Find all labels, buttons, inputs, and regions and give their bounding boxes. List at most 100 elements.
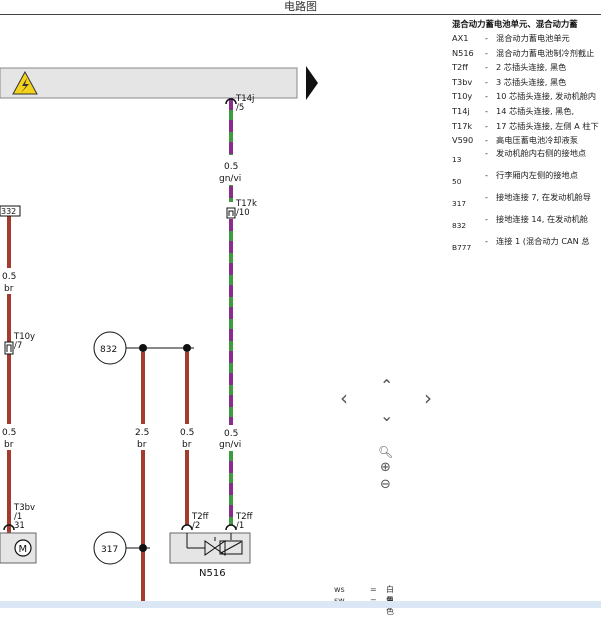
wire-label-bg xyxy=(219,425,245,451)
legend-desc: 接地连接 14, 在发动机舱 xyxy=(496,213,588,224)
motor-icon-letter: M xyxy=(19,544,28,555)
wire-color-eq: = xyxy=(370,585,377,594)
legend-dash: - xyxy=(485,47,488,58)
wire-color-label: br xyxy=(137,440,147,450)
junction-dot xyxy=(183,344,191,352)
legend-code: 832 xyxy=(452,220,467,230)
legend-row: AX1 -混合动力蓄电池单元 xyxy=(452,31,601,46)
arrow-right-icon[interactable] xyxy=(306,66,318,100)
legend-dash: - xyxy=(485,62,488,73)
wire-color-name: 白色 xyxy=(386,585,394,605)
legend-row: 317 -接地连接 7, 在发动机舱导 xyxy=(452,192,601,214)
wire-color-row: ws=白色 xyxy=(334,584,394,605)
connector-t2ff-a-pin: /2 xyxy=(192,521,200,531)
connector-t14j-pin: /5 xyxy=(236,103,244,113)
legend-code: AX1 xyxy=(452,33,469,43)
wire-color-label: br xyxy=(4,440,14,450)
wire-color-label: gn/vi xyxy=(219,174,241,184)
legend-desc: 3 芯插头连接, 黑色 xyxy=(496,76,567,87)
connector-t3bv-number: 31 xyxy=(14,521,25,531)
connector-t2ff-b-label: T2ff xyxy=(235,512,254,522)
wire-size-label: 0.5 xyxy=(224,162,238,172)
diagram-title: 电路图 xyxy=(284,0,317,13)
legend-row: V590-高电压蓄电池冷却液泵 xyxy=(452,133,601,148)
ground-317-label: 317 xyxy=(101,545,118,555)
wire-label-bg xyxy=(0,424,20,450)
legend-code: T2ff xyxy=(452,62,468,73)
component-n516-label: N516 xyxy=(199,568,226,579)
connector-t3bv-label: T3bv xyxy=(13,503,35,513)
wire-size-label: 0.5 xyxy=(2,272,16,282)
component-legend: 混合动力蓄电池单元、混合动力蓄 AX1-混合动力蓄电池单元 N516-混合动力蓄… xyxy=(452,17,601,257)
legend-dash: - xyxy=(485,135,488,146)
navigation-controls: ⌃ ‹ › ⌄ 🔍︎ ⊕ ⊖ xyxy=(330,372,442,502)
wire-color-label: br xyxy=(182,440,192,450)
valve-icon xyxy=(204,540,216,556)
legend-dash: - xyxy=(485,191,488,202)
legend-code: T3bv xyxy=(452,76,473,87)
connector-t2ff-b-pin: /1 xyxy=(236,521,244,531)
connector-t17k-icon xyxy=(228,210,234,216)
wire-size-label: 0.5 xyxy=(2,428,16,438)
connector-t17k-box xyxy=(226,207,236,219)
legend-code: T10y xyxy=(452,91,473,102)
connector-t14j-label: T14j xyxy=(235,94,254,104)
connection-332-label: 332 xyxy=(1,207,16,216)
legend-dash: - xyxy=(485,120,488,131)
legend-code: B777 xyxy=(452,242,472,252)
junction-dot xyxy=(139,544,147,552)
connector-t10y-icon xyxy=(6,344,12,352)
connector-t2ff-a-label: T2ff xyxy=(191,512,210,522)
legend-row: 832-接地连接 14, 在发动机舱 xyxy=(452,214,601,236)
legend-code: N516 xyxy=(452,47,474,58)
legend-desc: 高电压蓄电池冷却液泵 xyxy=(496,135,578,146)
legend-dash: - xyxy=(485,169,488,180)
connection-332-box xyxy=(0,205,21,217)
solenoid-coil-icon xyxy=(220,541,242,554)
legend-dash: - xyxy=(485,105,488,116)
legend-row: 13-发动机舱内右侧的接地点 xyxy=(452,148,601,170)
legend-desc: 混合动力蓄电池单元 xyxy=(496,33,570,43)
pan-down-icon[interactable]: ⌄ xyxy=(380,406,394,425)
wire-label-bg xyxy=(0,268,20,294)
legend-desc: 接地连接 7, 在发动机舱导 xyxy=(496,191,591,202)
legend-desc: 行李厢内左侧的接地点 xyxy=(496,169,578,180)
zoom-fit-icon[interactable]: 🔍︎ xyxy=(378,445,394,459)
legend-row: N516-混合动力蓄电池制冷剂截止 xyxy=(452,46,601,61)
valve-n516-box xyxy=(169,532,251,564)
connector-t2ff-a-icon xyxy=(181,524,193,531)
legend-desc: 2 芯插头连接, 黑色 xyxy=(496,62,567,73)
legend-code: 50 xyxy=(452,176,462,186)
connector-t10y-pin: /7 xyxy=(14,341,22,351)
wire-label-bg xyxy=(220,155,244,185)
connector-t17k-pin: /10 xyxy=(236,208,250,218)
connector-t10y-box xyxy=(4,341,14,355)
connector-t3bv-icon xyxy=(3,524,15,531)
legend-row: T2ff -2 芯插头连接, 黑色 xyxy=(452,60,601,75)
legend-dash: - xyxy=(485,76,488,87)
wire-size-label: 0.5 xyxy=(224,429,238,439)
wire-color-label: br xyxy=(4,284,14,294)
ground-832-label: 832 xyxy=(100,345,117,355)
legend-desc: 14 芯插头连接, 黑色, xyxy=(496,105,575,116)
pan-left-icon[interactable]: ‹ xyxy=(340,386,348,410)
bottom-status-bar xyxy=(0,601,601,608)
title-divider xyxy=(0,14,601,15)
wire-color-label: gn/vi xyxy=(219,440,241,450)
legend-dash: - xyxy=(485,91,488,102)
pan-up-icon[interactable]: ⌃ xyxy=(380,376,394,395)
zoom-in-icon[interactable]: ⊕ xyxy=(380,460,391,475)
legend-desc: 发动机舱内右侧的接地点 xyxy=(496,147,587,158)
legend-desc: 17 芯插头连接, 左侧 A 柱下 xyxy=(496,120,599,131)
circuit-diagram: T14j /5 0.5 gn/vi T17k /10 0.5 gn/vi 0.5… xyxy=(0,66,318,601)
legend-desc: 混合动力蓄电池制冷剂截止 xyxy=(496,47,595,58)
zoom-out-icon[interactable]: ⊖ xyxy=(380,477,391,492)
connector-t17k-label: T17k xyxy=(235,199,257,209)
legend-desc: 10 芯插头连接, 发动机舱内 xyxy=(496,91,597,102)
legend-code: 317 xyxy=(452,198,467,208)
connector-t3bv-pin: /1 xyxy=(14,512,22,522)
legend-dash: - xyxy=(485,147,488,158)
pan-right-icon[interactable]: › xyxy=(424,386,432,410)
legend-heading: 混合动力蓄电池单元、混合动力蓄 xyxy=(452,19,578,29)
legend-dash: - xyxy=(485,33,488,43)
